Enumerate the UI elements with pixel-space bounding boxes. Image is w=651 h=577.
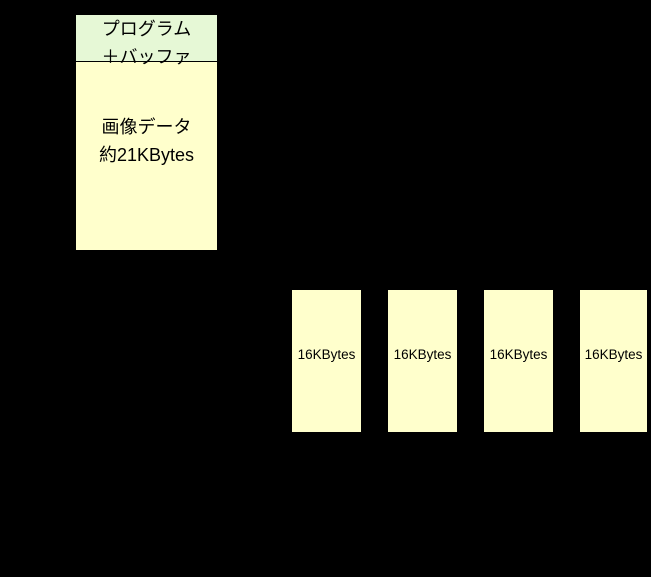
program-buffer-box: プログラム ＋バッファ 画像データ 約21KBytes — [75, 15, 218, 251]
program-buffer-label-line2: ＋バッファ — [101, 47, 192, 67]
program-buffer-label: プログラム ＋バッファ — [76, 15, 217, 71]
memory-bank-1: 16KBytes — [291, 289, 362, 433]
memory-bank-4: 16KBytes — [579, 289, 648, 433]
program-buffer-header: プログラム ＋バッファ — [76, 15, 217, 67]
image-data-label-line2: 約21KBytes — [98, 145, 195, 165]
memory-bank-3-label: 16KBytes — [489, 347, 548, 362]
image-data-section: 画像データ 約21KBytes — [76, 62, 217, 240]
memory-bank-4-label: 16KBytes — [584, 347, 643, 362]
memory-bank-3: 16KBytes — [483, 289, 554, 433]
memory-bank-1-label: 16KBytes — [297, 347, 356, 362]
image-data-label-line1: 画像データ — [101, 117, 192, 137]
program-buffer-label-line1: プログラム — [101, 19, 192, 39]
memory-bank-2: 16KBytes — [387, 289, 458, 433]
memory-bank-2-label: 16KBytes — [393, 347, 452, 362]
